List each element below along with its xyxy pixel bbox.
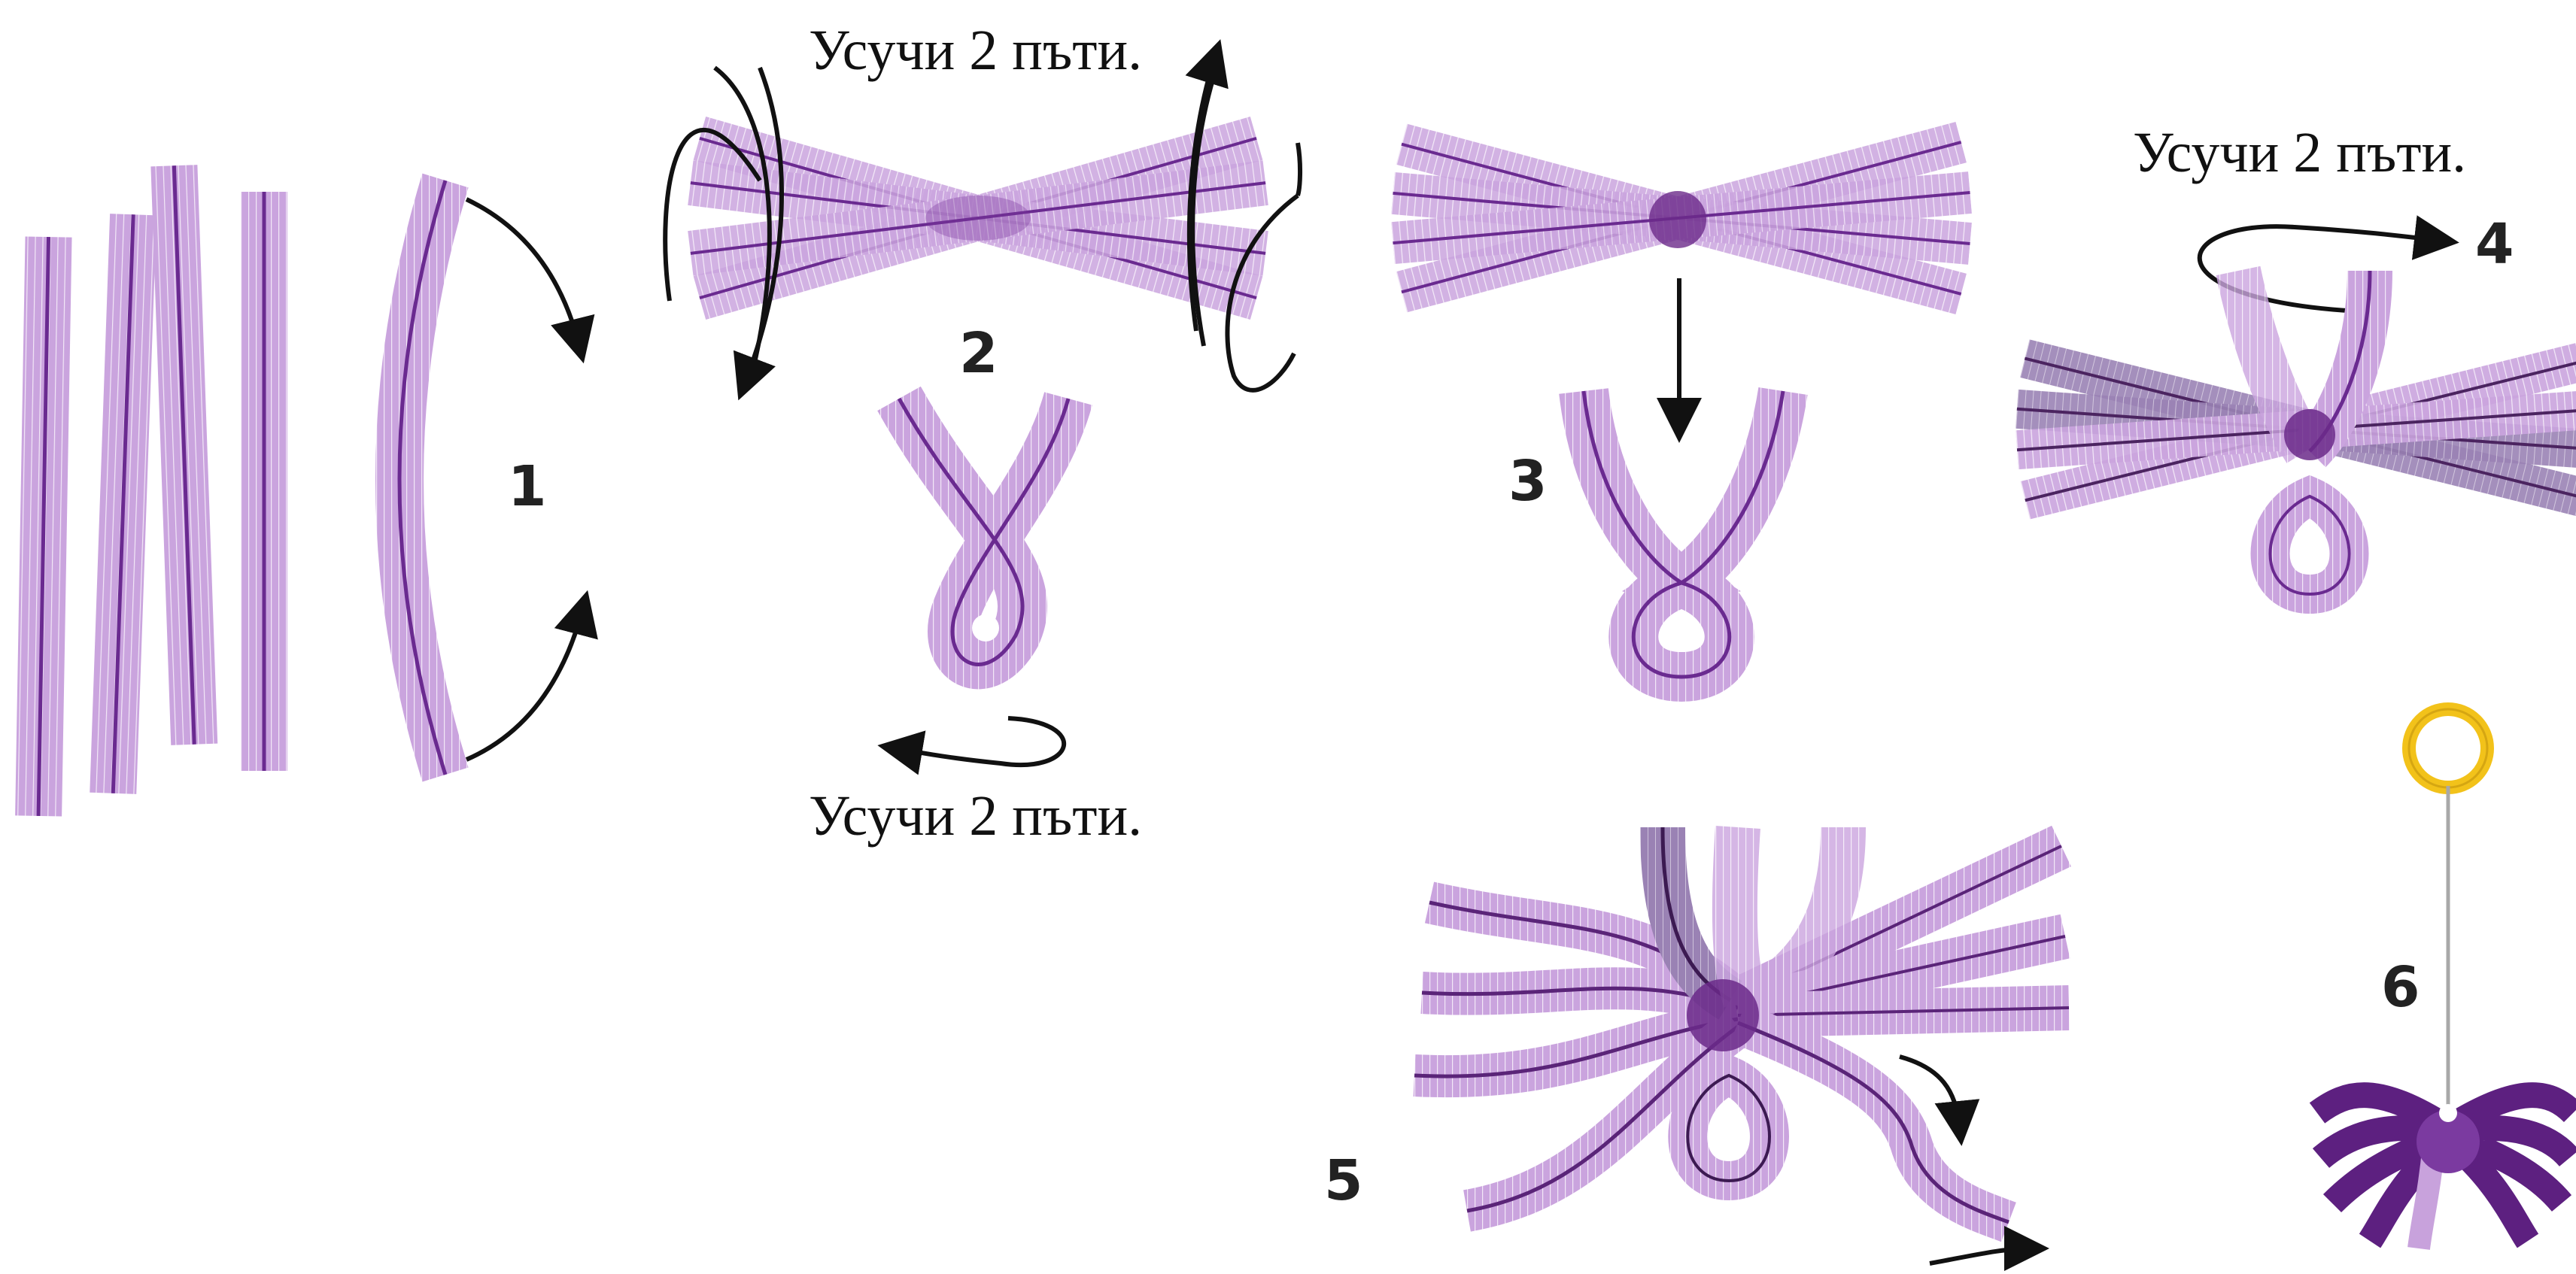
pipe-cleaner bbox=[241, 192, 287, 771]
curved-arrow-icon bbox=[1930, 1248, 2031, 1263]
step-number: 5 bbox=[1324, 1148, 1363, 1213]
pipe-cleaner bbox=[15, 237, 71, 817]
step3-bundle: 3 bbox=[1391, 122, 1972, 677]
bundle-folded-loop bbox=[1584, 391, 1783, 677]
hanging-ring-icon bbox=[2409, 709, 2487, 787]
step6-finished-spider: 6 bbox=[2317, 709, 2573, 1248]
bundle-with-legs bbox=[2016, 271, 2576, 594]
bent-pipe-cleaner bbox=[399, 180, 445, 775]
pipe-cleaner bbox=[150, 165, 217, 745]
step-number: 6 bbox=[2381, 955, 2420, 1020]
twist-caption: Усучи 2 пъти. bbox=[2133, 121, 2466, 184]
bundle-crossed-pipes bbox=[688, 117, 1268, 320]
step-number: 4 bbox=[2475, 212, 2514, 277]
step5-spider: 5 bbox=[1324, 827, 2069, 1263]
step-number: 3 bbox=[1508, 449, 1548, 514]
step1-pipe-cleaners: 1 bbox=[15, 165, 583, 816]
spider-legs-bent bbox=[1414, 827, 2069, 1222]
bundle-folded-loop bbox=[899, 399, 1068, 664]
twist-caption: Усучи 2 пъти. bbox=[809, 19, 1142, 82]
step4-bundle: Усучи 2 пъти. 4 bbox=[2016, 121, 2576, 594]
curved-arrow-icon bbox=[466, 608, 583, 760]
step-number: 1 bbox=[508, 454, 547, 519]
step-number: 2 bbox=[959, 321, 998, 386]
twist-arrow-icon bbox=[665, 68, 770, 372]
curved-arrow-icon bbox=[466, 199, 579, 346]
pipe-cleaner bbox=[90, 214, 156, 794]
twist-arrow-icon bbox=[895, 718, 1064, 765]
spider-icon bbox=[2317, 1095, 2573, 1248]
twist-caption: Усучи 2 пъти. bbox=[809, 784, 1142, 848]
step2-bundle: Усучи 2 пъти. 2 Усучи 2 пъти. bbox=[665, 19, 1300, 848]
